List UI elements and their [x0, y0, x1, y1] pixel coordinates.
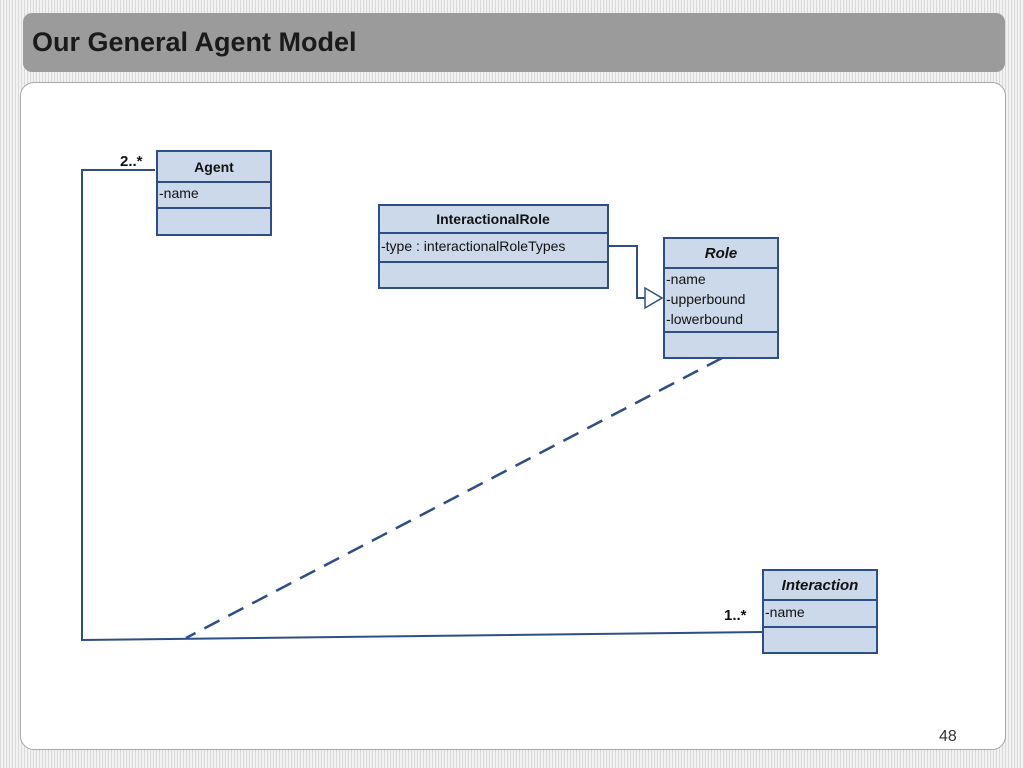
multiplicity-interaction: 1..*	[724, 607, 747, 624]
association-agent-interaction	[81, 169, 763, 642]
class-interactional-role-frame	[378, 204, 609, 289]
class-interaction-attribute: -name	[765, 604, 805, 620]
multiplicity-agent: 2..*	[120, 153, 143, 170]
class-role-attribute: -name	[666, 271, 706, 287]
class-role-frame	[663, 237, 779, 359]
title-bar: Our General Agent Model	[23, 13, 1005, 72]
class-agent-frame	[156, 150, 272, 236]
class-agent: Agent -name	[156, 150, 272, 236]
association-class-link	[185, 356, 723, 640]
class-role: Role -name -upperbound -lowerbound	[663, 237, 779, 359]
class-interactional-role: InteractionalRole -type : interactionalR…	[378, 204, 609, 289]
class-role-attribute: -upperbound	[666, 291, 745, 307]
class-agent-attribute: -name	[159, 185, 199, 201]
page-number: 48	[939, 728, 957, 745]
class-interactional-role-name: InteractionalRole	[436, 211, 550, 227]
class-role-attribute: -lowerbound	[666, 311, 743, 327]
generalization-line	[608, 245, 645, 299]
class-interactional-role-attribute: -type : interactionalRoleTypes	[381, 238, 565, 254]
class-role-name: Role	[705, 245, 738, 262]
class-interaction-name: Interaction	[782, 577, 859, 594]
slide-title: Our General Agent Model	[32, 27, 357, 57]
class-interaction: Interaction -name	[762, 569, 878, 654]
class-agent-name: Agent	[194, 159, 234, 175]
class-interaction-frame	[762, 569, 878, 654]
generalization-arrowhead	[644, 286, 664, 310]
